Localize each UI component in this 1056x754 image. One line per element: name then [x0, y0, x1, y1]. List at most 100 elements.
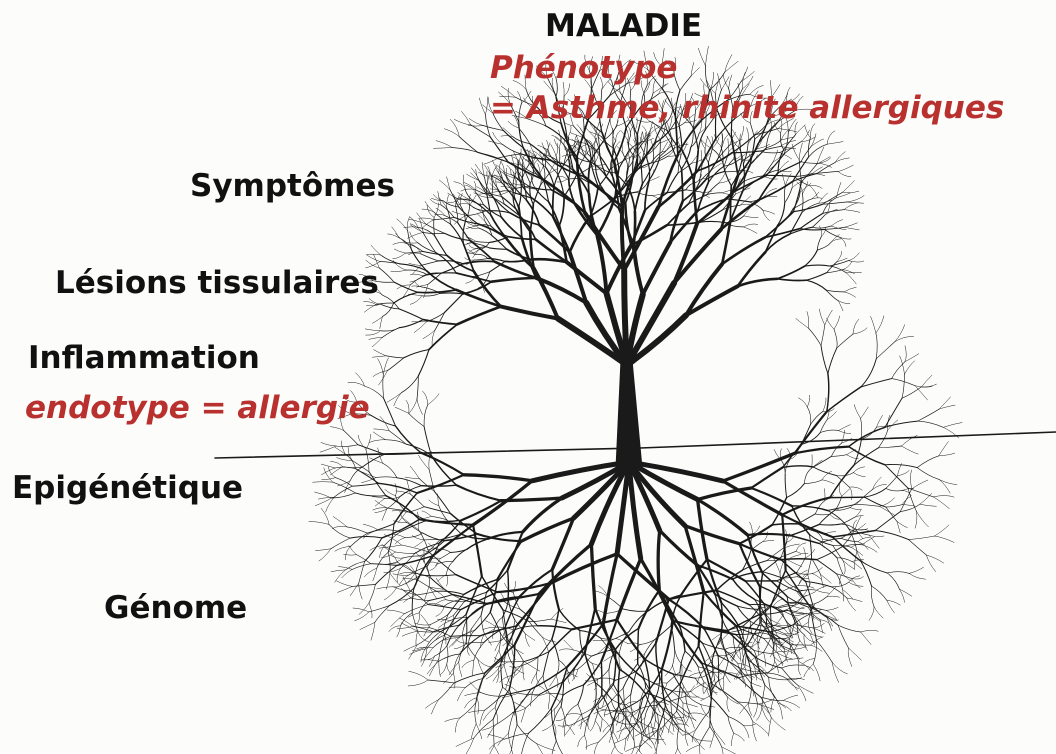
root: [449, 687, 465, 688]
root: [744, 726, 750, 738]
root: [602, 719, 609, 727]
root: [790, 536, 819, 544]
root: [827, 596, 840, 597]
root: [559, 649, 573, 651]
root: [446, 575, 448, 587]
root: [427, 661, 438, 674]
root: [886, 505, 902, 508]
branch: [813, 226, 832, 228]
root: [652, 720, 656, 733]
branch: [820, 226, 822, 237]
root: [838, 425, 850, 431]
root: [525, 652, 549, 662]
root: [809, 328, 821, 345]
root: [566, 714, 581, 715]
root: [897, 521, 900, 533]
root: [439, 683, 455, 700]
root: [588, 719, 589, 730]
root: [462, 635, 464, 649]
root: [902, 374, 905, 398]
root: [440, 664, 447, 675]
branch: [831, 220, 843, 226]
root: [689, 711, 696, 721]
root: [425, 700, 438, 709]
branch: [809, 198, 822, 200]
root: [926, 555, 935, 572]
root: [476, 724, 482, 739]
root: [507, 661, 524, 662]
branch: [387, 393, 402, 403]
root: [767, 673, 787, 679]
root: [417, 647, 433, 648]
root: [825, 310, 833, 325]
root: [872, 586, 887, 600]
root: [447, 646, 448, 664]
root: [699, 727, 709, 745]
root: [473, 660, 474, 676]
branch: [418, 227, 435, 236]
branch: [500, 161, 504, 172]
branch: [456, 206, 458, 223]
root: [698, 500, 748, 536]
branch: [805, 250, 818, 266]
branch: [557, 179, 567, 182]
root: [416, 631, 418, 645]
root: [417, 631, 441, 632]
root: [796, 551, 808, 554]
root: [474, 719, 493, 738]
root: [315, 492, 332, 498]
root: [611, 746, 615, 754]
branch: [434, 217, 435, 236]
root: [324, 468, 333, 482]
branch: [725, 55, 732, 73]
root: [497, 712, 515, 724]
branch: [454, 182, 465, 188]
root: [422, 511, 432, 516]
root: [783, 695, 797, 700]
root: [939, 405, 955, 409]
branch: [817, 147, 824, 164]
root: [413, 626, 433, 631]
root: [485, 644, 515, 673]
branch: [810, 186, 818, 198]
branch: [415, 282, 425, 287]
root: [368, 524, 394, 533]
root: [336, 478, 353, 487]
root: [699, 646, 712, 684]
branch: [404, 227, 418, 228]
branch: [795, 125, 805, 135]
branch: [380, 328, 399, 331]
root: [403, 577, 410, 591]
root: [822, 480, 834, 484]
root: [800, 641, 808, 651]
branch: [418, 243, 436, 253]
root: [861, 407, 869, 419]
root: [660, 725, 664, 737]
root: [419, 455, 430, 469]
root: [320, 446, 336, 452]
root: [886, 476, 898, 489]
branch: [784, 135, 796, 150]
root: [753, 722, 769, 735]
branch: [501, 217, 522, 237]
root: [537, 744, 556, 751]
root: [804, 548, 806, 559]
root: [686, 686, 695, 697]
root: [486, 746, 494, 754]
root: [350, 583, 359, 596]
branch: [843, 262, 852, 270]
root: [821, 325, 825, 345]
tissue-lesions-label: Lésions tissulaires: [55, 265, 379, 301]
root: [674, 648, 681, 664]
root: [485, 696, 502, 710]
branch: [409, 399, 417, 414]
root: [885, 465, 908, 488]
root: [787, 484, 805, 498]
root: [313, 482, 333, 483]
branch: [436, 141, 452, 148]
root: [827, 587, 837, 597]
epigenetics-label: Epigénétique: [12, 470, 243, 506]
root: [418, 580, 437, 591]
root: [517, 725, 537, 744]
root: [350, 536, 382, 538]
